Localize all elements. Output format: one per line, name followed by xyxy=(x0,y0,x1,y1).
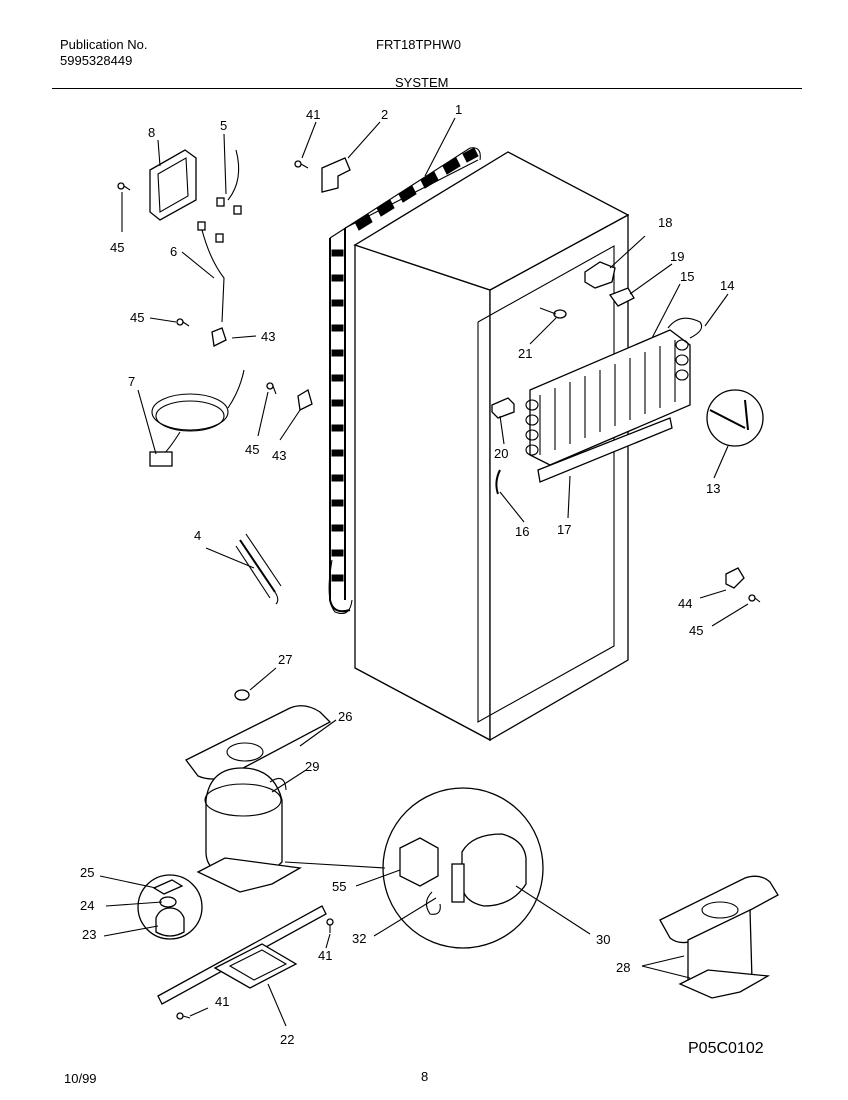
callout-43-a: 43 xyxy=(261,329,275,344)
callout-23: 23 xyxy=(82,927,96,942)
callout-2: 2 xyxy=(381,107,388,122)
part-7-power-cord xyxy=(149,369,245,467)
part-45-screws xyxy=(117,182,761,603)
part-19 xyxy=(608,287,635,307)
callout-24: 24 xyxy=(80,898,94,913)
callout-25: 25 xyxy=(80,865,94,880)
callout-8: 8 xyxy=(148,125,155,140)
parts-23-24-25-detail xyxy=(137,874,203,940)
page-number: 8 xyxy=(421,1069,429,1084)
part-21 xyxy=(539,307,567,319)
publication-number: 5995328449 xyxy=(60,53,133,68)
section-title: SYSTEM xyxy=(395,75,449,90)
callout-28: 28 xyxy=(616,960,630,975)
callout-43-b: 43 xyxy=(272,448,286,463)
part-26-drain-pan xyxy=(185,705,332,780)
part-29-compressor xyxy=(196,767,302,893)
part-13 xyxy=(706,389,764,447)
callout-17: 17 xyxy=(557,522,571,537)
callout-41-b: 41 xyxy=(318,948,332,963)
callout-13: 13 xyxy=(706,481,720,496)
part-2 xyxy=(321,157,351,193)
callout-45-b: 45 xyxy=(130,310,144,325)
callout-29: 29 xyxy=(305,759,319,774)
part-20 xyxy=(491,397,515,419)
relay-overload-detail xyxy=(382,787,544,949)
callout-32: 32 xyxy=(352,931,366,946)
callout-19: 19 xyxy=(670,249,684,264)
part-28-compressor-assembly xyxy=(659,875,779,999)
callout-15: 15 xyxy=(680,269,694,284)
model-number: FRT18TPHW0 xyxy=(376,37,461,52)
part-41-screws xyxy=(176,918,334,1020)
callout-20: 20 xyxy=(494,446,508,461)
callout-21: 21 xyxy=(518,346,532,361)
callout-14: 14 xyxy=(720,278,734,293)
callout-55: 55 xyxy=(332,879,346,894)
callouts: 1 2 41 5 8 45 6 45 43 7 45 43 4 27 26 29… xyxy=(80,102,734,1047)
header-rule xyxy=(52,88,802,89)
callout-18: 18 xyxy=(658,215,672,230)
publication-label: Publication No. xyxy=(60,37,148,52)
diagram-code: P05C0102 xyxy=(688,1040,764,1057)
footer-date: 10/99 xyxy=(64,1071,97,1086)
callout-5: 5 xyxy=(220,118,227,133)
callout-45-c: 45 xyxy=(245,442,259,457)
part-5-wiring xyxy=(216,149,242,215)
part-18 xyxy=(584,261,616,289)
part-16 xyxy=(495,469,501,495)
callout-44: 44 xyxy=(678,596,692,611)
part-27 xyxy=(234,689,250,701)
callout-41-c: 41 xyxy=(215,994,229,1009)
evaporator xyxy=(525,317,703,483)
callout-4: 4 xyxy=(194,528,201,543)
callout-16: 16 xyxy=(515,524,529,539)
callout-41-top: 41 xyxy=(306,107,320,122)
part-43-upper xyxy=(211,327,227,347)
leader-lines xyxy=(99,117,749,1027)
callout-7: 7 xyxy=(128,374,135,389)
part-6-wiring xyxy=(197,221,225,323)
callout-1: 1 xyxy=(455,102,462,117)
callout-45-d: 45 xyxy=(689,623,703,638)
part-8 xyxy=(149,149,197,221)
callout-45-a: 45 xyxy=(110,240,124,255)
part-4-drier xyxy=(235,533,282,605)
callout-6: 6 xyxy=(170,244,177,259)
condenser-coil xyxy=(328,147,481,615)
callout-27: 27 xyxy=(278,652,292,667)
callout-30: 30 xyxy=(596,932,610,947)
part-43-lower xyxy=(297,389,313,411)
part-41-screw-top xyxy=(294,160,309,169)
cabinet xyxy=(353,151,630,742)
callout-26: 26 xyxy=(338,709,352,724)
detail-leader xyxy=(284,861,386,869)
callout-22: 22 xyxy=(280,1032,294,1047)
part-44 xyxy=(725,567,745,589)
part-22-base-rail xyxy=(157,905,327,1005)
